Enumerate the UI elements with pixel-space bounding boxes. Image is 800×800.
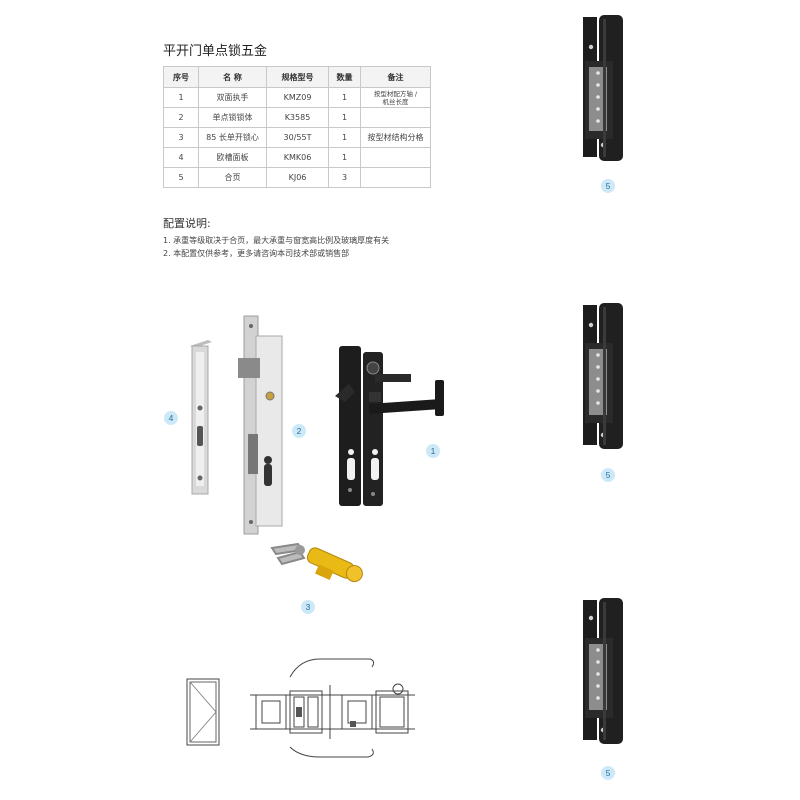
callout-badge-faceplate: 4 xyxy=(164,411,178,425)
table-header-row: 序号 名 称 规格型号 数量 备注 xyxy=(163,66,431,88)
callout-badge-hinge-middle: 5 xyxy=(601,468,615,482)
config-line: 2. 本配置仅供参考，更多请咨询本司技术部或销售部 xyxy=(163,249,350,258)
table-row: 4 欧槽面板 KMK06 1 xyxy=(163,147,431,168)
cell-no: 5 xyxy=(163,167,199,188)
callout-badge-hinge-top: 5 xyxy=(601,179,615,193)
cell-no: 4 xyxy=(163,147,199,168)
lock-body-image xyxy=(238,315,283,535)
cell-note xyxy=(360,107,431,128)
header-qty: 数量 xyxy=(328,66,361,88)
cell-no: 1 xyxy=(163,87,199,108)
config-line: 1. 承重等级取决于合页，最大承重与窗宽高比例及玻璃厚度有关 xyxy=(163,236,390,245)
faceplate-image xyxy=(190,340,212,495)
hinge-image-middle xyxy=(583,303,623,449)
table-row: 2 单点锁锁体 K3585 1 xyxy=(163,107,431,128)
cell-model: KJ06 xyxy=(266,167,329,188)
cell-name: 合页 xyxy=(198,167,267,188)
cell-model: 30/55T xyxy=(266,127,329,148)
cell-qty: 1 xyxy=(328,127,361,148)
callout-badge-handle: 1 xyxy=(426,444,440,458)
window-drawing xyxy=(186,678,220,746)
table-row: 5 合页 KJ06 3 xyxy=(163,167,431,188)
callout-badge-cylinder: 3 xyxy=(301,600,315,614)
cell-qty: 1 xyxy=(328,87,361,108)
note-line: 机丝长度 xyxy=(382,97,409,106)
note-line: 按型材配方轴 / xyxy=(373,89,418,98)
callout-badge-lock-body: 2 xyxy=(292,424,306,438)
cell-qty: 1 xyxy=(328,147,361,168)
cell-note xyxy=(360,147,431,168)
cell-name: 单点锁锁体 xyxy=(198,107,267,128)
cell-note: 按型材配方轴 / 机丝长度 xyxy=(360,87,431,108)
header-model: 规格型号 xyxy=(266,66,329,88)
header-note: 备注 xyxy=(360,66,431,88)
cylinder-image xyxy=(270,542,363,583)
cell-note xyxy=(360,167,431,188)
table-row: 3 85 长单开锁心 30/55T 1 按型材结构分格 xyxy=(163,127,431,148)
header-no: 序号 xyxy=(163,66,199,88)
cell-name: 欧槽面板 xyxy=(198,147,267,168)
handle-image xyxy=(335,346,444,506)
cell-name: 双面执手 xyxy=(198,87,267,108)
cell-model: KMZ09 xyxy=(266,87,329,108)
cell-no: 2 xyxy=(163,107,199,128)
config-title: 配置说明: xyxy=(163,217,211,230)
cell-qty: 3 xyxy=(328,167,361,188)
spec-table: 序号 名 称 规格型号 数量 备注 1 双面执手 KMZ09 1 按型材配方轴 … xyxy=(163,66,431,188)
table-row: 1 双面执手 KMZ09 1 按型材配方轴 / 机丝长度 xyxy=(163,87,431,108)
cell-note: 按型材结构分格 xyxy=(360,127,431,148)
profile-section-drawing xyxy=(250,658,415,758)
hinge-image-top xyxy=(583,15,623,161)
header-name: 名 称 xyxy=(198,66,267,88)
cell-name: 85 长单开锁心 xyxy=(198,127,267,148)
cell-no: 3 xyxy=(163,127,199,148)
hinge-image-bottom xyxy=(583,598,623,744)
page-title: 平开门单点锁五金 xyxy=(163,44,268,59)
cell-model: KMK06 xyxy=(266,147,329,168)
cell-qty: 1 xyxy=(328,107,361,128)
callout-badge-hinge-bottom: 5 xyxy=(601,766,615,780)
cell-model: K3585 xyxy=(266,107,329,128)
